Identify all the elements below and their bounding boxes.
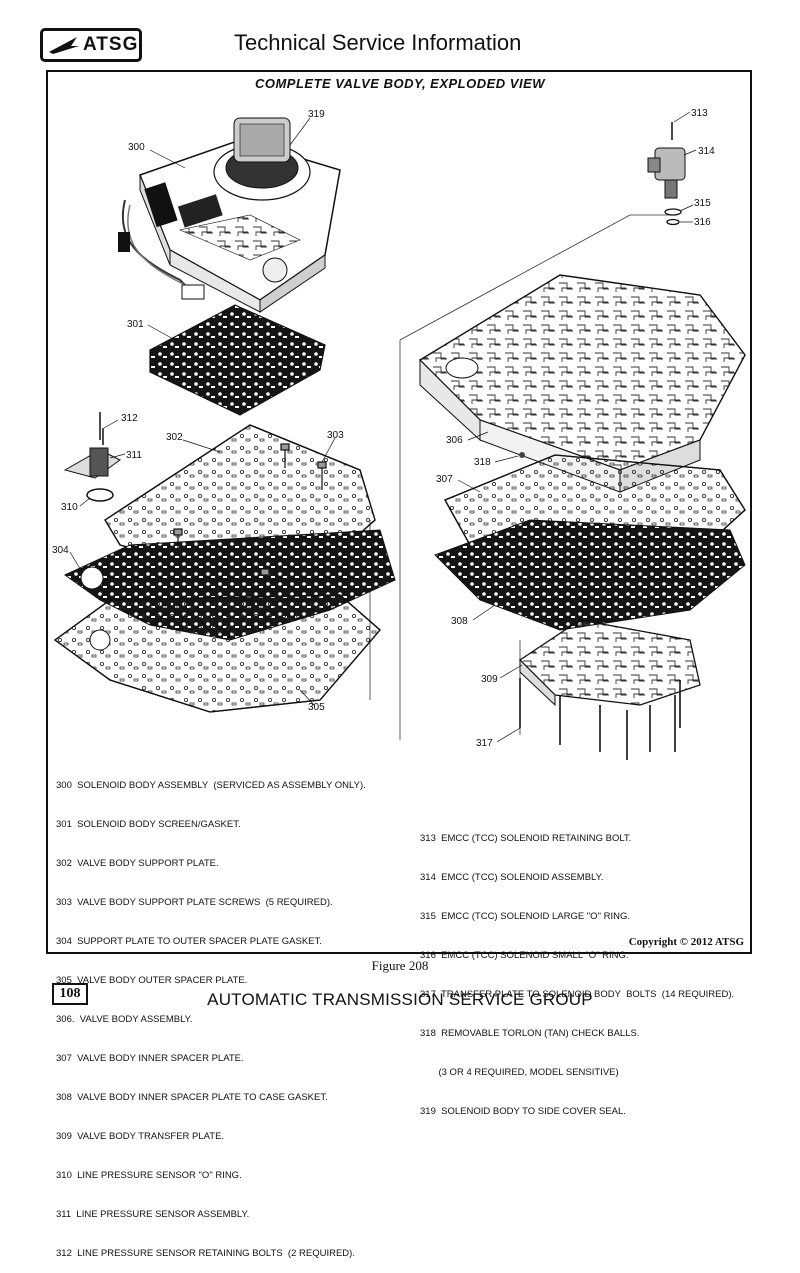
legend-item: (3 OR 4 REQUIRED, MODEL SENSITIVE) xyxy=(420,1067,619,1078)
callout-310: 310 xyxy=(61,502,78,513)
transfer-plate-bolts xyxy=(519,678,681,760)
callout-319: 319 xyxy=(308,109,325,120)
support-plate-screws xyxy=(173,443,327,590)
callout-305: 305 xyxy=(308,702,325,713)
exploded-view-drawing: 300 319 301 302 303 312 311 310 304 305 … xyxy=(52,108,746,760)
parts-legend-left: 300 SOLENOID BODY ASSEMBLY (SERVICED AS … xyxy=(56,753,366,1273)
callout-316: 316 xyxy=(694,217,711,228)
callout-300: 300 xyxy=(128,142,145,153)
legend-item: 317 TRANSFER PLATE TO SOLENOID BODY BOLT… xyxy=(420,989,735,1000)
valve-body-transfer-plate xyxy=(518,619,701,707)
callout-312: 312 xyxy=(121,413,138,424)
legend-item: 316 EMCC (TCC) SOLENOID SMALL "O" RING. xyxy=(420,950,629,961)
callout-303: 303 xyxy=(327,430,344,441)
callout-leaders xyxy=(69,111,697,743)
legend-item: 312 LINE PRESSURE SENSOR RETAINING BOLTS… xyxy=(56,1248,355,1259)
callout-304: 304 xyxy=(52,545,69,556)
page-number: 108 xyxy=(52,983,88,1005)
callout-309: 309 xyxy=(481,674,498,685)
callout-labels: 300 319 301 302 303 312 311 310 304 305 … xyxy=(52,108,715,749)
legend-item: 315 EMCC (TCC) SOLENOID LARGE "O" RING. xyxy=(420,911,630,922)
callout-302: 302 xyxy=(166,432,183,443)
footer-title: AUTOMATIC TRANSMISSION SERVICE GROUP xyxy=(207,990,593,1009)
figure-caption: Figure 208 xyxy=(371,958,429,973)
diagram-title: COMPLETE VALVE BODY, EXPLODED VIEW xyxy=(254,76,546,91)
legend-item: 301 SOLENOID BODY SCREEN/GASKET. xyxy=(56,819,241,830)
legend-item: 319 SOLENOID BODY TO SIDE COVER SEAL. xyxy=(420,1106,626,1117)
legend-item: 310 LINE PRESSURE SENSOR "O" RING. xyxy=(56,1170,242,1181)
callout-307: 307 xyxy=(436,474,453,485)
callout-308: 308 xyxy=(451,616,468,627)
callout-318: 318 xyxy=(474,457,491,468)
arrow-logo-icon xyxy=(49,37,79,54)
callout-315: 315 xyxy=(694,198,711,209)
legend-item: 300 SOLENOID BODY ASSEMBLY (SERVICED AS … xyxy=(56,780,366,791)
diagram-frame xyxy=(46,70,752,954)
inner-spacer-plate-gasket xyxy=(434,519,746,631)
legend-item: 313 EMCC (TCC) SOLENOID RETAINING BOLT. xyxy=(420,833,632,844)
callout-301: 301 xyxy=(127,319,144,330)
callout-306: 306 xyxy=(446,435,463,446)
atsg-logo: ATSG xyxy=(40,28,142,62)
legend-item: 311 LINE PRESSURE SENSOR ASSEMBLY. xyxy=(56,1209,250,1220)
line-pressure-sensor xyxy=(63,412,121,502)
outer-spacer-plate xyxy=(53,594,381,713)
solenoid-body-assembly xyxy=(118,117,341,313)
legend-item: 318 REMOVABLE TORLON (TAN) CHECK BALLS. xyxy=(420,1028,640,1039)
legend-item: 307 VALVE BODY INNER SPACER PLATE. xyxy=(56,1053,244,1064)
logo-text: ATSG xyxy=(83,34,139,55)
legend-item: 303 VALVE BODY SUPPORT PLATE SCREWS (5 R… xyxy=(56,897,333,908)
copyright-notice: Copyright © 2012 ATSG xyxy=(628,936,744,948)
emcc-solenoid xyxy=(647,122,686,226)
callout-311: 311 xyxy=(126,450,142,461)
legend-item: 305 VALVE BODY OUTER SPACER PLATE. xyxy=(56,975,248,986)
page-title: Technical Service Information xyxy=(234,30,522,55)
callout-314: 314 xyxy=(698,146,715,157)
legend-item: 308 VALVE BODY INNER SPACER PLATE TO CAS… xyxy=(56,1092,328,1103)
legend-item: 309 VALVE BODY TRANSFER PLATE. xyxy=(56,1131,225,1142)
legend-item: 306. VALVE BODY ASSEMBLY. xyxy=(56,1014,193,1025)
legend-item: 314 EMCC (TCC) SOLENOID ASSEMBLY. xyxy=(420,872,604,883)
legend-item: 302 VALVE BODY SUPPORT PLATE. xyxy=(56,858,219,869)
callout-317: 317 xyxy=(476,738,493,749)
solenoid-screen-gasket xyxy=(149,304,326,416)
callout-313: 313 xyxy=(691,108,708,119)
legend-item: 304 SUPPORT PLATE TO OUTER SPACER PLATE … xyxy=(56,936,322,947)
